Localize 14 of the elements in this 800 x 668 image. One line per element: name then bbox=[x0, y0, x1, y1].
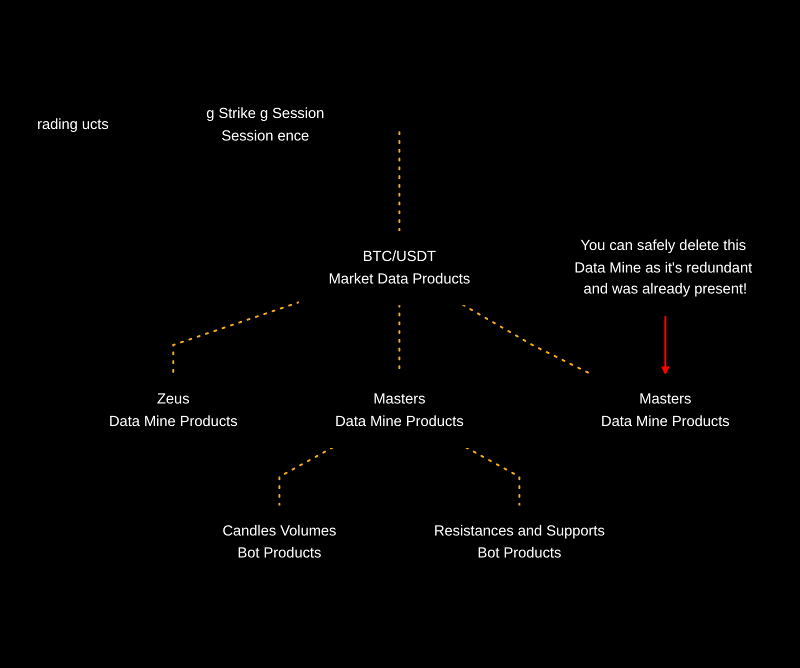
node-text: You can safely delete this Data Mine as it's redundant and was already present! bbox=[574, 237, 752, 298]
node-text: Zeus Data Mine Products bbox=[108, 390, 238, 430]
node-text: g Strike g Session Session ence bbox=[206, 105, 324, 144]
node-text: BTC/USDT Market Data Products bbox=[328, 248, 470, 287]
node-text: Masters Data Mine Products bbox=[601, 390, 730, 430]
node-text: rading ucts bbox=[37, 116, 109, 133]
node-text: Candles Volumes Bot Products bbox=[222, 522, 336, 562]
connector bbox=[398, 131, 400, 233]
connector bbox=[465, 446, 520, 507]
connector bbox=[278, 446, 334, 507]
node-text: Resistances and Supports Bot Products bbox=[434, 522, 605, 562]
node-text: Masters Data Mine Products bbox=[335, 390, 464, 430]
connector bbox=[172, 301, 300, 376]
arrow bbox=[661, 316, 670, 375]
